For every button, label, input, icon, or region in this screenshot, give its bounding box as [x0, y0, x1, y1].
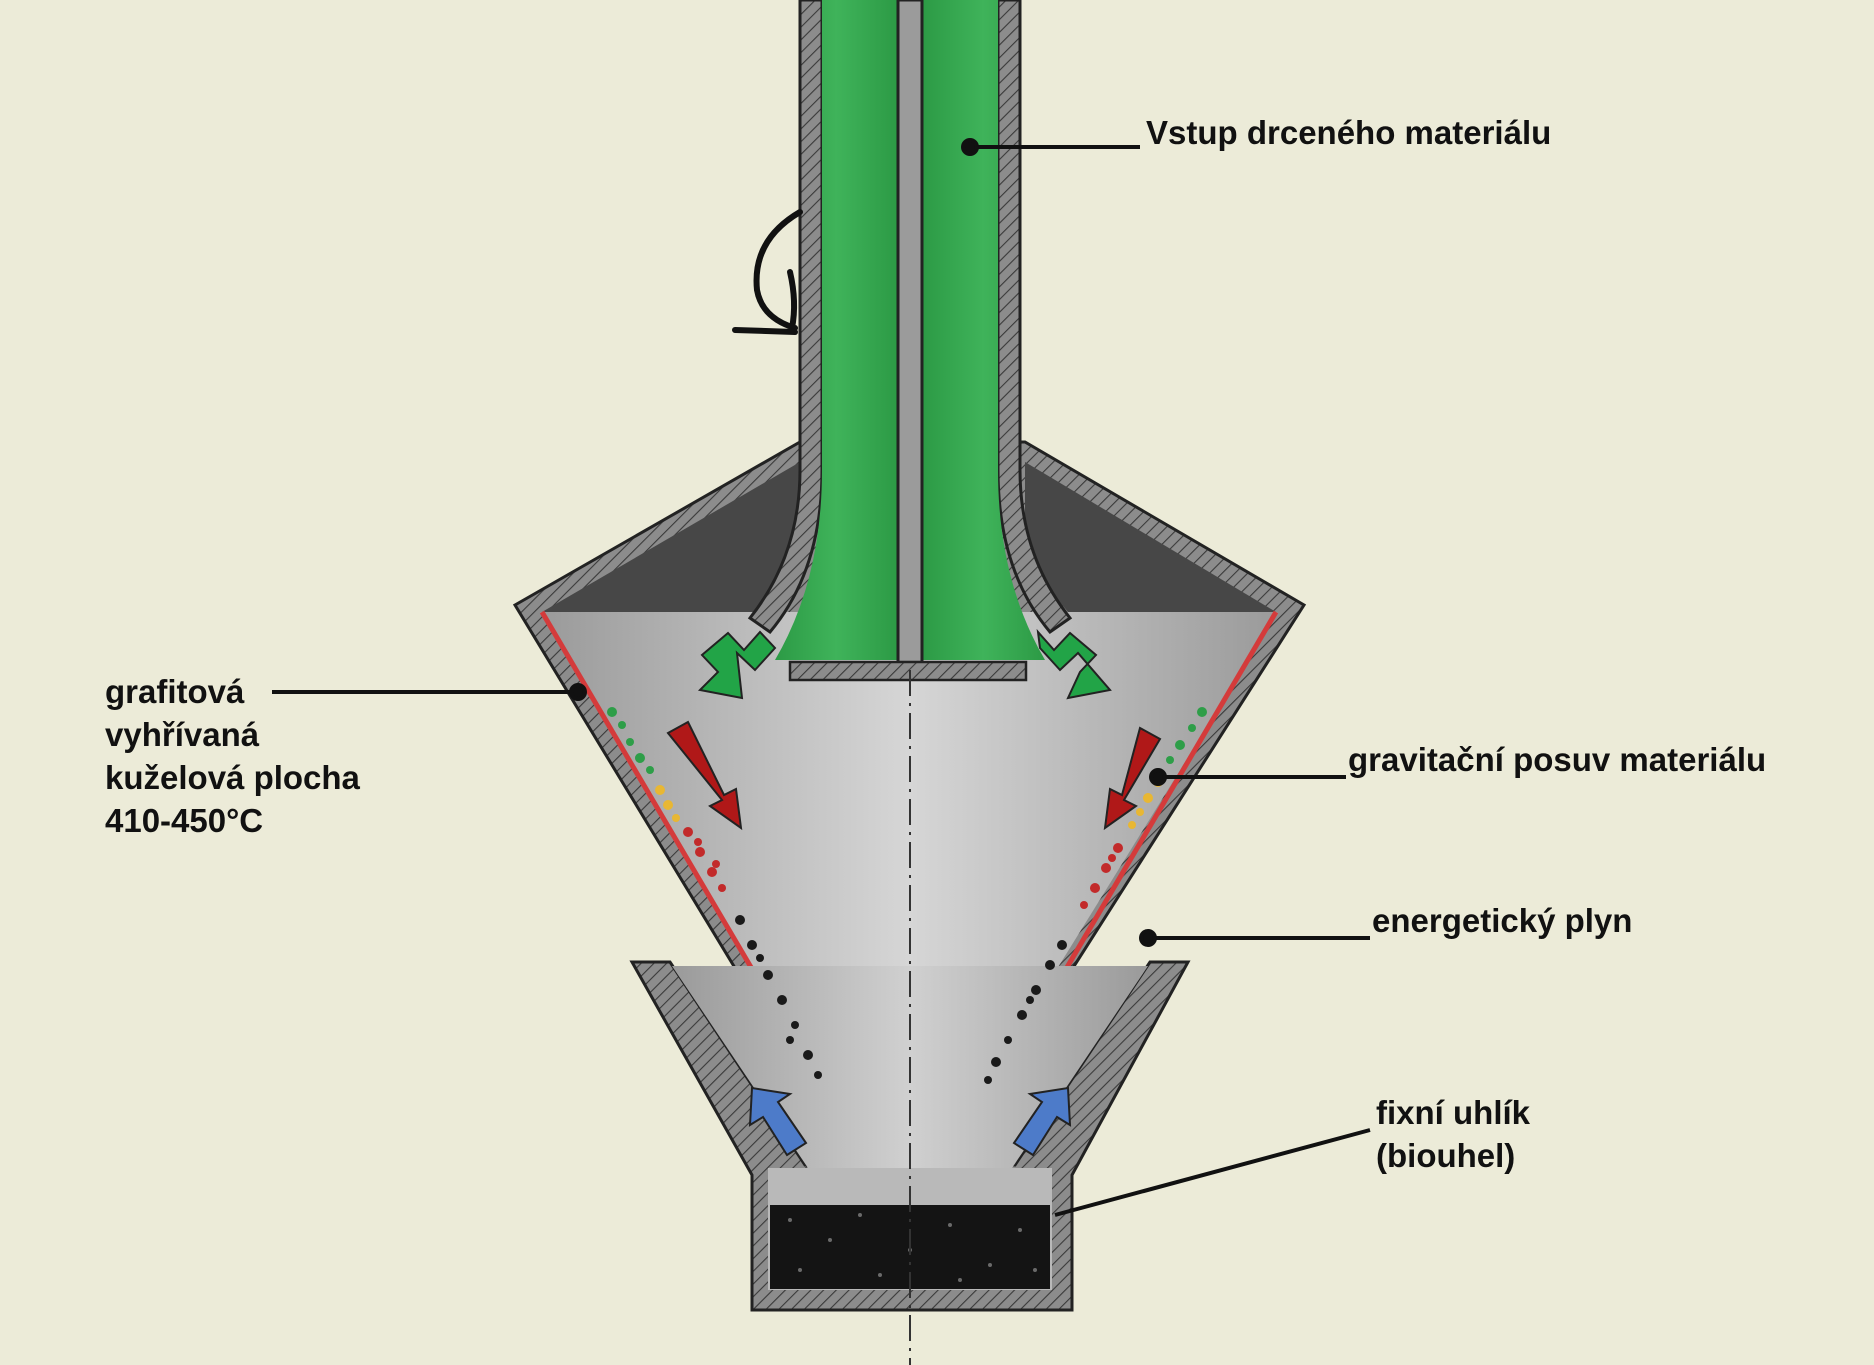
gravity-arrow-right	[1103, 726, 1162, 831]
gravity-arrow-left	[666, 720, 743, 831]
leader-lines	[272, 138, 1371, 1217]
label-fixed-carbon: fixní uhlík (biouhel)	[1376, 1091, 1530, 1177]
feed-pipe-right-wall	[996, 0, 1073, 635]
label-heated-cone-line3: kuželová plocha	[105, 759, 360, 796]
gas-arrow-right	[1012, 1086, 1072, 1157]
label-heated-cone-line4: 410-450°C	[105, 802, 264, 839]
feedstock-right	[922, 0, 1045, 660]
cone-left-chamber	[542, 462, 800, 612]
label-heated-cone: grafitová vyhřívaná kuželová plocha 410-…	[105, 670, 360, 842]
feed-pipe-divider	[896, 0, 924, 667]
rotation-arrow-icon	[732, 209, 803, 335]
gas-arrow-left	[748, 1086, 808, 1157]
feedstock-left	[775, 0, 898, 660]
cone-right-chamber	[1025, 462, 1276, 612]
label-inlet: Vstup drceného materiálu	[1146, 114, 1552, 151]
feed-pipe-left-wall	[747, 0, 824, 635]
distributor-plate	[788, 660, 1028, 682]
particles-left	[607, 707, 822, 1079]
label-fixed-carbon-line1: fixní uhlík	[1376, 1094, 1531, 1131]
label-gravity-feed: gravitační posuv materiálu	[1348, 741, 1767, 778]
particles-right	[984, 707, 1207, 1084]
outflow-arrow-right	[1036, 628, 1112, 700]
label-heated-cone-line1: grafitová	[105, 673, 245, 710]
label-heated-cone-line2: vyhřívaná	[105, 716, 260, 753]
label-fixed-carbon-line2: (biouhel)	[1376, 1137, 1516, 1174]
outflow-arrow-left	[697, 630, 777, 700]
label-energy-gas: energetický plyn	[1372, 902, 1633, 939]
